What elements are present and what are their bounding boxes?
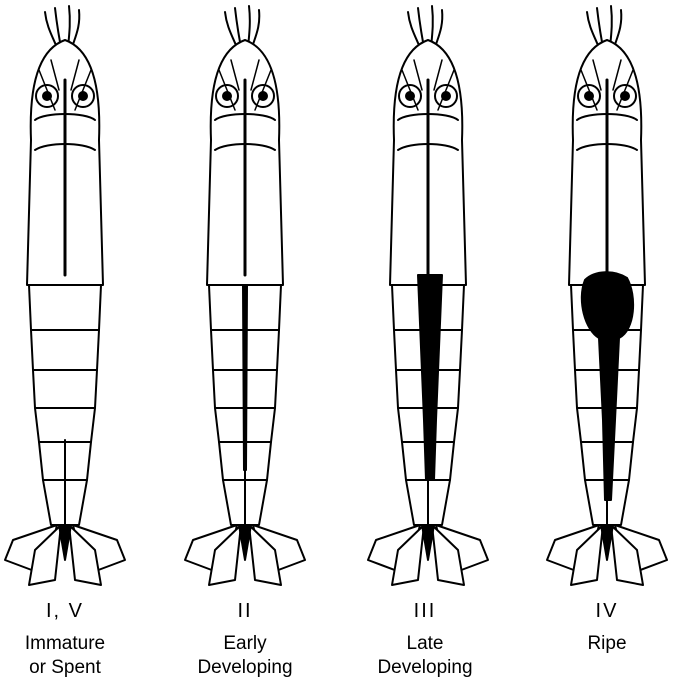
stage-numeral: IV [522, 600, 676, 622]
shrimp-1 [5, 6, 125, 585]
stage-caption-3: III Late Developing [340, 600, 510, 680]
abdomen-segment [35, 408, 95, 442]
shrimp-2 [185, 6, 305, 585]
stage-numeral: III [340, 600, 510, 622]
stage-caption-2: II Early Developing [160, 600, 330, 680]
abdomen-segment [31, 330, 99, 370]
stage-label: Late Developing [340, 632, 510, 680]
shrimp-4 [547, 6, 667, 585]
stage-label: Immature or Spent [0, 632, 150, 680]
shrimp-3 [368, 6, 488, 585]
abdomen-segment [29, 285, 101, 330]
tail-tip [422, 525, 434, 560]
abdomen-segment [33, 370, 97, 408]
stage-label: Ripe [522, 632, 676, 656]
stage-numeral: II [160, 600, 330, 622]
tail-tip [59, 525, 71, 560]
tail-tip [601, 525, 613, 560]
shrimp-maturity-diagram [0, 0, 676, 600]
stage-numeral: I, V [0, 600, 150, 622]
gonad [243, 285, 247, 470]
tail-tip [239, 525, 251, 560]
stage-label: Early Developing [160, 632, 330, 680]
stage-caption-1: I, V Immature or Spent [0, 600, 150, 680]
stage-caption-4: IV Ripe [522, 600, 676, 656]
